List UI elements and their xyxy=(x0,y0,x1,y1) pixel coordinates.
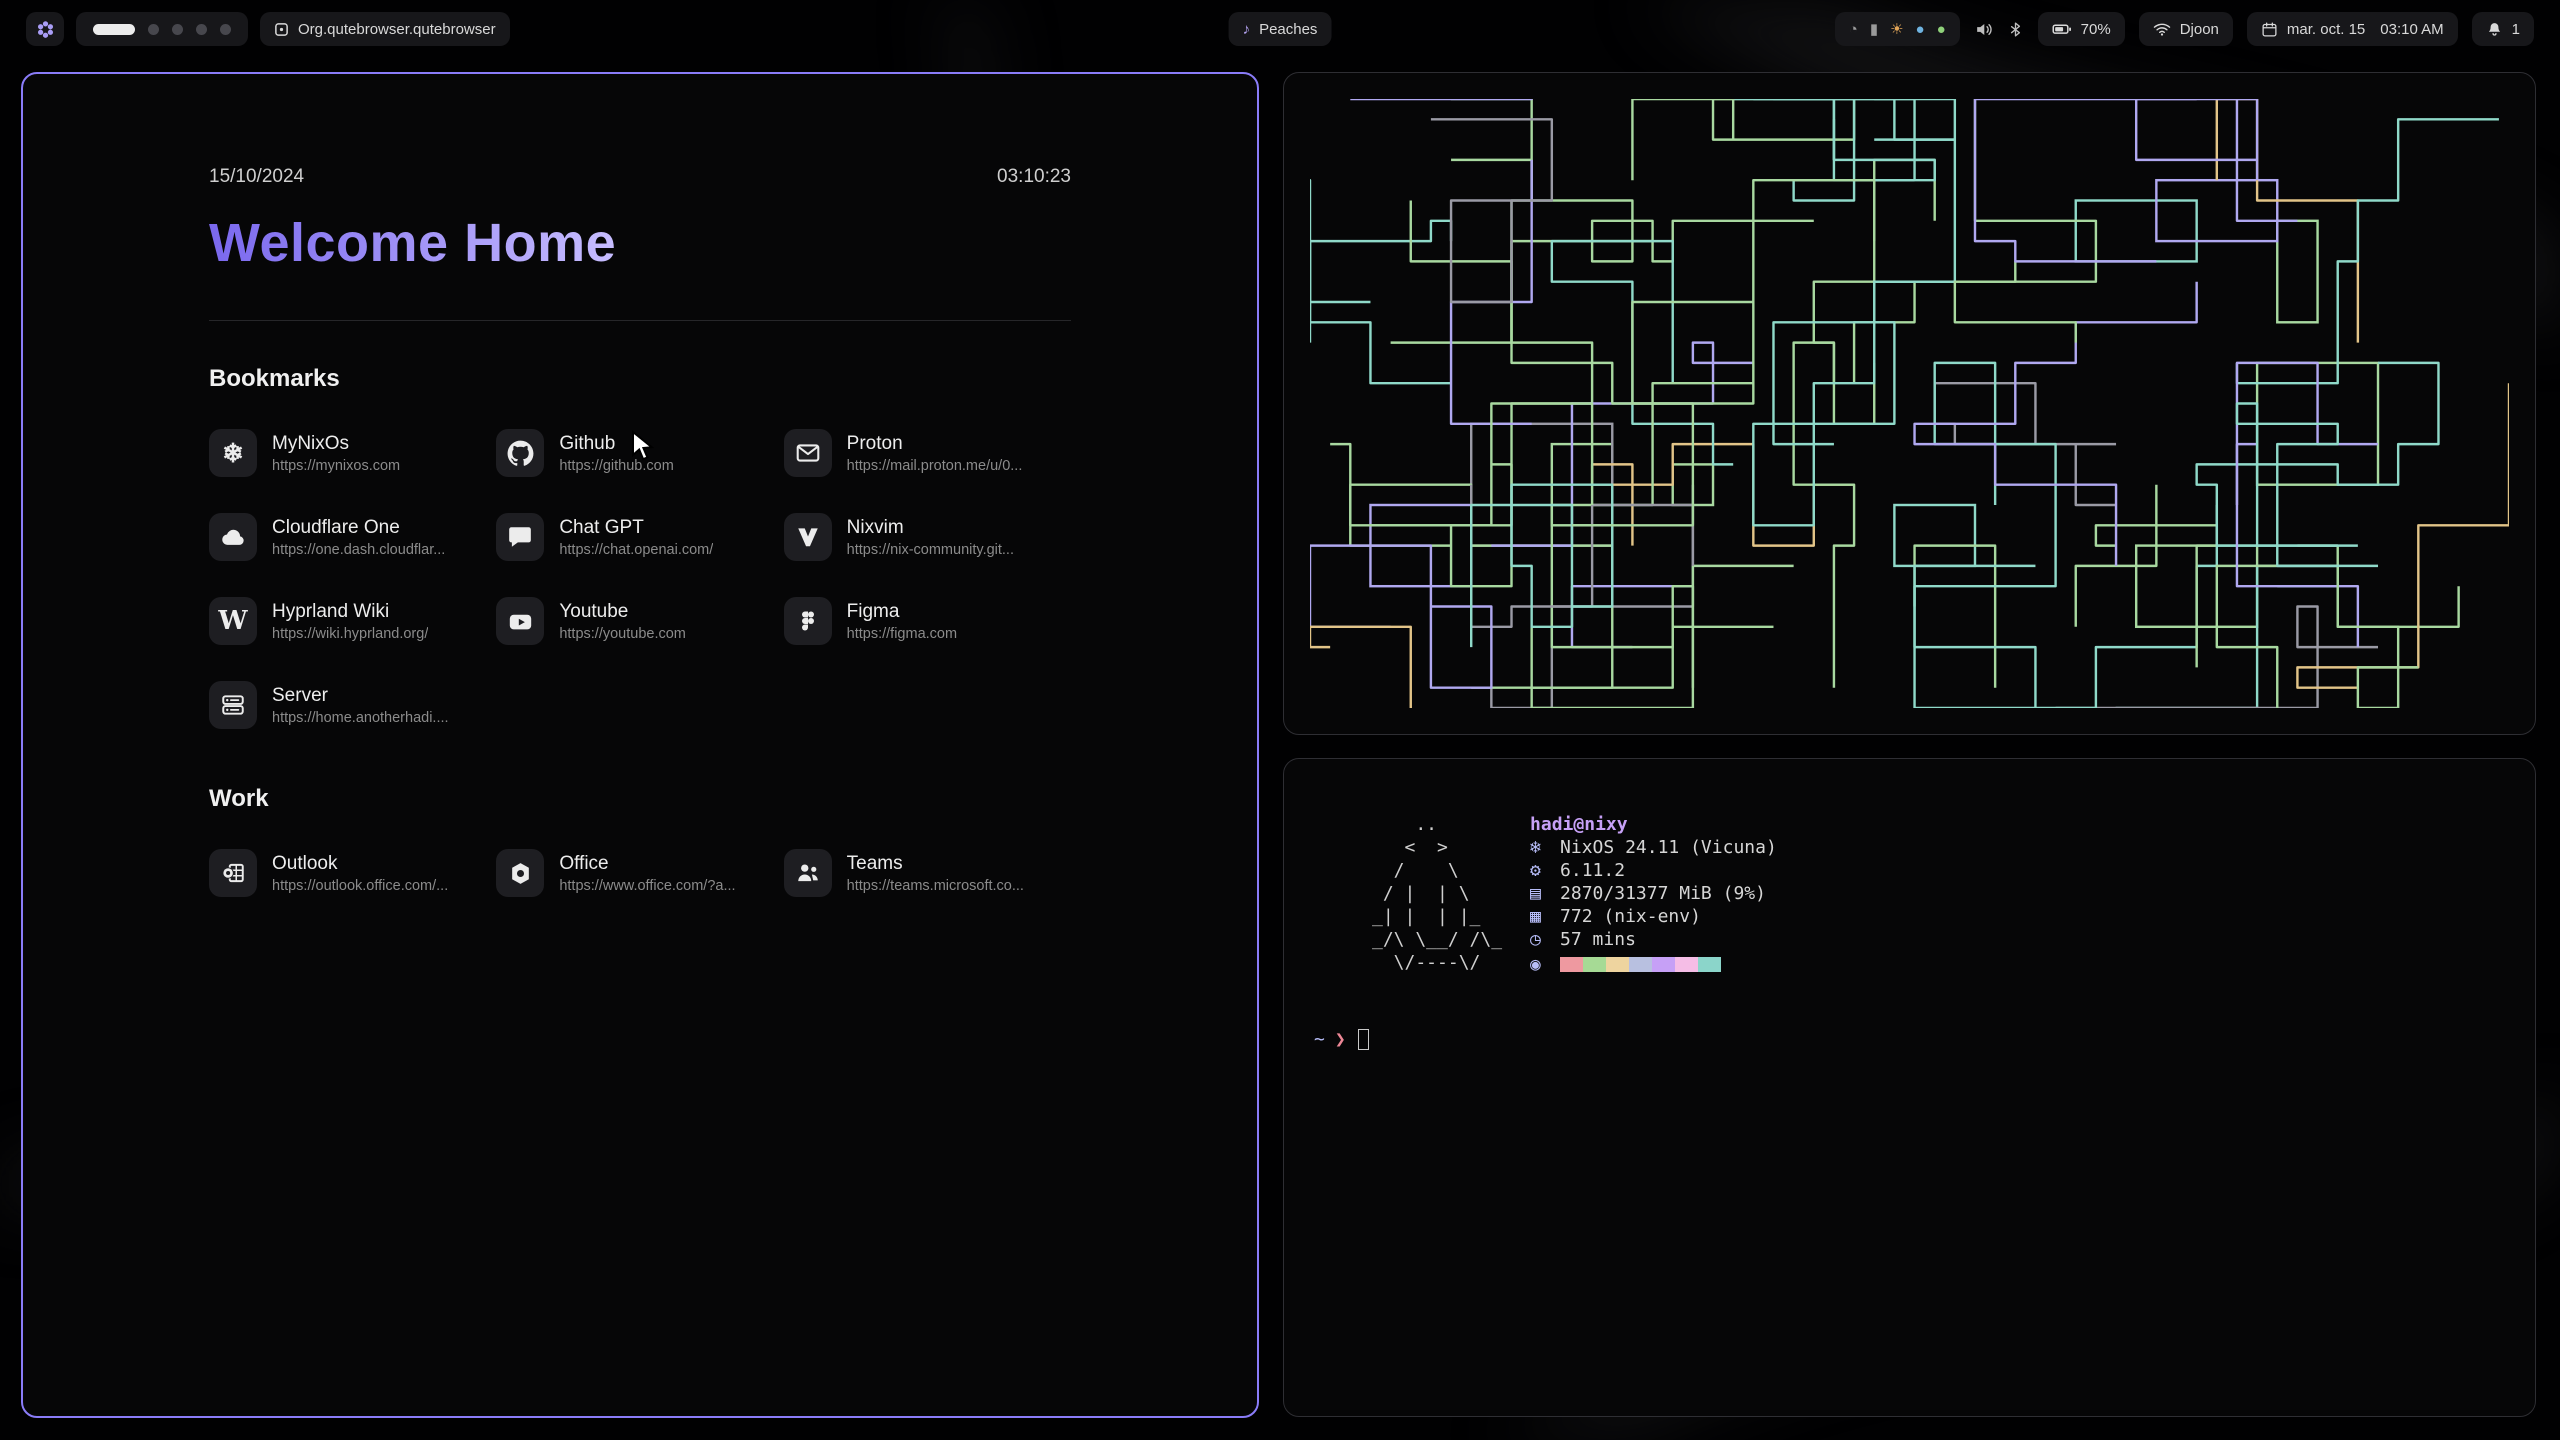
bookmark-office[interactable]: Office https://www.office.com/?a... xyxy=(496,849,783,897)
pipes-window xyxy=(1283,72,2536,735)
music-note-icon: ♪ xyxy=(1242,20,1251,38)
page-title: Welcome Home xyxy=(209,213,617,273)
youtube-icon xyxy=(496,597,545,645)
bookmark-chatgpt[interactable]: Chat GPT https://chat.openai.com/ xyxy=(496,513,783,561)
bookmark-server[interactable]: Server https://home.anotherhadi.... xyxy=(209,681,496,729)
bluetooth-icon[interactable] xyxy=(2007,21,2024,38)
color-dot-blue-icon[interactable]: ● xyxy=(1915,20,1925,38)
bookmark-youtube[interactable]: Youtube https://youtube.com xyxy=(496,597,783,645)
uptime-value: 57 mins xyxy=(1560,929,1636,950)
workspace-dot[interactable] xyxy=(172,23,183,35)
work-grid: Outlook https://outlook.office.com/... O… xyxy=(209,849,1071,897)
mail-icon xyxy=(783,429,832,477)
figma-icon xyxy=(783,597,832,645)
battery-percent: 70% xyxy=(2080,20,2111,38)
startpage-time: 03:10:23 xyxy=(997,166,1071,187)
pipes-art xyxy=(1308,97,2511,710)
office-icon xyxy=(496,849,545,897)
notification-count: 1 xyxy=(2511,20,2520,38)
bookmark-outlook[interactable]: Outlook https://outlook.office.com/... xyxy=(209,849,496,897)
clock-time: 03:10 AM xyxy=(2380,20,2444,38)
chat-bubble-icon xyxy=(496,513,545,561)
kernel-icon: ⚙ xyxy=(1530,860,1541,881)
battery-vertical-icon[interactable]: ▮ xyxy=(1869,20,1879,38)
window-icon xyxy=(275,22,288,36)
divider xyxy=(209,320,1071,321)
launcher-button[interactable] xyxy=(26,12,64,46)
bookmark-nixvim[interactable]: Nixvim https://nix-community.git... xyxy=(783,513,1071,561)
clock-module[interactable]: mar. oct. 15 03:10 AM xyxy=(2246,12,2458,46)
bookmark-figma[interactable]: Figma https://figma.com xyxy=(783,597,1071,645)
notification-module[interactable]: 1 xyxy=(2471,12,2534,46)
teams-icon xyxy=(783,849,832,897)
battery-module[interactable]: 70% xyxy=(2037,12,2125,46)
terminal-palette-row: ◉ xyxy=(1530,953,1777,976)
media-module[interactable]: ♪ Peaches xyxy=(1228,12,1332,46)
fetch-info: hadi@nixy ❄NixOS 24.11 (Vicuna) ⚙6.11.2 … xyxy=(1530,813,1777,976)
wiki-w-icon: W xyxy=(209,597,257,645)
workspace-dot[interactable] xyxy=(220,23,231,35)
bookmark-teams[interactable]: Teams https://teams.microsoft.co... xyxy=(783,849,1071,897)
os-value: NixOS 24.11 (Vicuna) xyxy=(1560,837,1777,858)
nixos-snowflake-icon: ❄ xyxy=(209,429,257,477)
server-icon xyxy=(209,681,257,729)
bookmarks-grid: ❄ MyNixOs https://mynixos.com Github htt… xyxy=(209,429,1071,729)
terminal-cursor xyxy=(1357,1029,1369,1050)
wifi-icon xyxy=(2153,23,2170,36)
volume-icon[interactable] xyxy=(1974,20,1993,39)
system-tray[interactable]: ◔ ▮ ☀ ● ● xyxy=(1834,12,1960,46)
fastfetch-output: .. < > / \ / | | \ _| | | |_ _/\ \__/ /\… xyxy=(1372,813,2505,976)
user-host: hadi@nixy xyxy=(1530,814,1628,835)
bookmark-github[interactable]: Github https://github.com xyxy=(496,429,783,477)
workspace-dot[interactable] xyxy=(148,23,159,35)
bell-icon xyxy=(2488,22,2500,36)
gauge-icon[interactable]: ◔ xyxy=(1848,20,1858,38)
packages-value: 772 (nix-env) xyxy=(1560,906,1701,927)
battery-icon xyxy=(2052,24,2071,34)
kernel-value: 6.11.2 xyxy=(1560,860,1626,881)
cloud-icon xyxy=(209,513,257,561)
prompt-path: ~ xyxy=(1314,1029,1325,1050)
window-title-text: Org.qutebrowser.qutebrowser xyxy=(298,20,496,38)
prompt-char: ❯ xyxy=(1334,1029,1346,1050)
top-bar: Org.qutebrowser.qutebrowser ♪ Peaches ◔ … xyxy=(0,10,2560,48)
clock-date: mar. oct. 15 xyxy=(2286,20,2366,38)
bookmark-hyprland-wiki[interactable]: W Hyprland Wiki https://wiki.hyprland.or… xyxy=(209,597,496,645)
work-heading: Work xyxy=(209,785,269,812)
bookmarks-heading: Bookmarks xyxy=(209,365,340,392)
outlook-icon xyxy=(209,849,257,897)
network-name: Djoon xyxy=(2179,20,2219,38)
shell-prompt[interactable]: ~ ❯ xyxy=(1314,1028,2505,1051)
memory-icon: ▤ xyxy=(1530,883,1541,904)
network-module[interactable]: Djoon xyxy=(2138,12,2233,46)
brightness-icon[interactable]: ☀ xyxy=(1890,20,1904,38)
active-window-title[interactable]: Org.qutebrowser.qutebrowser xyxy=(260,12,510,46)
palette-icon: ◉ xyxy=(1530,954,1541,975)
color-dot-green-icon[interactable]: ● xyxy=(1936,20,1946,38)
memory-value: 2870/31377 MiB (9%) xyxy=(1560,883,1766,904)
nixos-icon: ❄ xyxy=(1530,837,1541,858)
vim-v-icon xyxy=(783,513,832,561)
ascii-art: .. < > / \ / | | \ _| | | |_ _/\ \__/ /\… xyxy=(1372,814,1503,973)
calendar-icon xyxy=(2262,21,2277,37)
bookmark-mynixos[interactable]: ❄ MyNixOs https://mynixos.com xyxy=(209,429,496,477)
qutebrowser-window: 15/10/2024 03:10:23 Welcome Home Bookmar… xyxy=(21,72,1259,1418)
uptime-icon: ◷ xyxy=(1530,929,1541,950)
bookmark-cloudflare-one[interactable]: Cloudflare One https://one.dash.cloudfla… xyxy=(209,513,496,561)
packages-icon: ▦ xyxy=(1530,906,1541,927)
github-icon xyxy=(496,429,545,477)
startpage-date: 15/10/2024 xyxy=(209,166,305,187)
bookmark-proton[interactable]: Proton https://mail.proton.me/u/0... xyxy=(783,429,1071,477)
workspace-dot[interactable] xyxy=(196,23,207,35)
mouse-cursor xyxy=(632,430,655,461)
workspace-active-pill[interactable] xyxy=(93,23,135,35)
workspace-indicator[interactable] xyxy=(76,12,248,46)
nix-flower-icon xyxy=(37,20,53,38)
terminal-palette xyxy=(1560,957,1722,972)
media-label: Peaches xyxy=(1259,20,1318,38)
terminal-window[interactable]: .. < > / \ / | | \ _| | | |_ _/\ \__/ /\… xyxy=(1283,758,2536,1417)
